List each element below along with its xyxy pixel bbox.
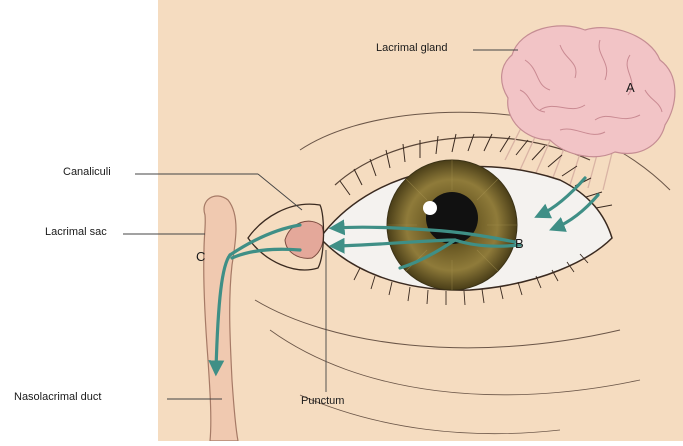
pupil-highlight [423,201,437,215]
label-punctum: Punctum [301,395,344,407]
marker-c: C [196,249,205,264]
marker-a: A [626,80,635,95]
marker-b: B [515,236,524,251]
label-lacrimal-gland: Lacrimal gland [376,42,448,54]
label-lacrimal-sac: Lacrimal sac [45,226,107,238]
label-canaliculi: Canaliculi [63,166,111,178]
label-nasolacrimal-duct: Nasolacrimal duct [14,391,101,403]
pupil [426,192,478,244]
